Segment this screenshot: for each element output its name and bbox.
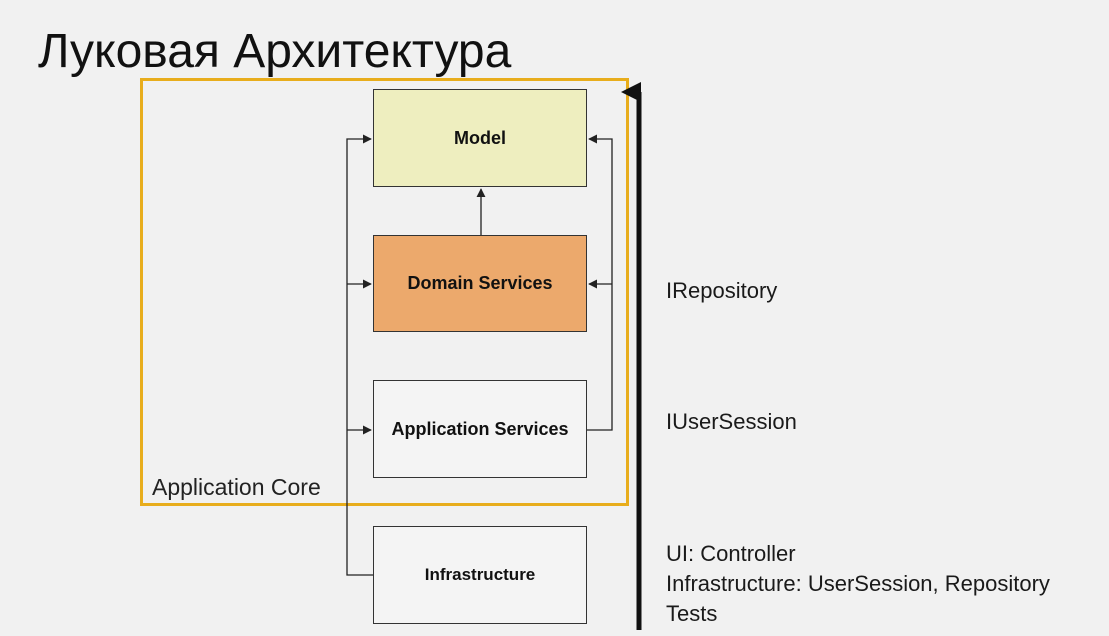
layer-domain-services: Domain Services xyxy=(373,235,587,332)
label-tests: Tests xyxy=(666,601,718,626)
application-core-frame xyxy=(140,78,629,506)
infra-left-trunk xyxy=(346,134,373,576)
label-infrastructure-impl: Infrastructure: UserSession, Repository xyxy=(666,571,1050,596)
app-services-dependency-lines xyxy=(587,134,613,431)
application-core-label: Application Core xyxy=(152,474,321,500)
label-ui-controller: UI: Controller xyxy=(666,541,796,566)
infrastructure-dependency-lines xyxy=(346,134,373,576)
layer-infrastructure: Infrastructure xyxy=(373,526,587,624)
label-irepository: IRepository xyxy=(666,278,778,303)
label-iusersession: IUserSession xyxy=(666,409,797,434)
layer-model: Model xyxy=(373,89,587,187)
page-title: Луковая Архитектура xyxy=(38,25,512,78)
layer-application-services: Application Services xyxy=(373,380,587,478)
